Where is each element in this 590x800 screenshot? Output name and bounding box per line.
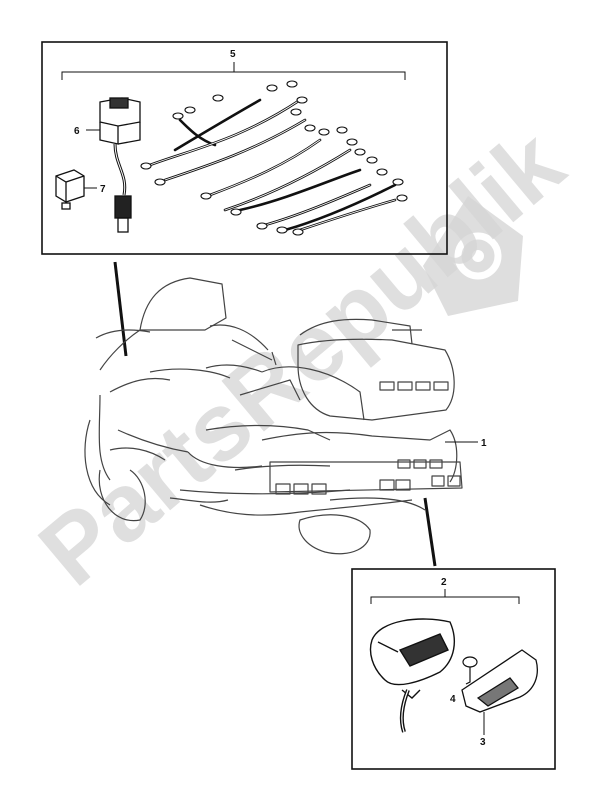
lens-part: [461, 649, 538, 713]
callout-2: 2: [441, 577, 447, 588]
leader-line-bottom: [423, 497, 437, 567]
motorcycle-outline: [84, 277, 463, 555]
relay-part: [55, 169, 85, 210]
callout-4: 4: [450, 694, 456, 705]
wire-harness: [148, 98, 397, 232]
callout-6: 6: [74, 126, 80, 137]
wiring-kit-inset: 5 6 7: [41, 41, 448, 255]
leader-line-top: [113, 261, 128, 357]
screw-part: [462, 656, 478, 685]
wire-terminals: [140, 80, 408, 236]
callout-3: 3: [480, 737, 486, 748]
callout-5: 5: [230, 49, 236, 60]
callout-7: 7: [100, 184, 106, 195]
switch-part: [99, 97, 141, 233]
turn-signal-housing: [369, 618, 456, 733]
callout-1: 1: [481, 438, 487, 449]
wire-harness-inner: [149, 99, 396, 231]
watermark-gear-icon: [423, 196, 523, 316]
turn-signal-inset: 2 4 3: [351, 568, 556, 770]
